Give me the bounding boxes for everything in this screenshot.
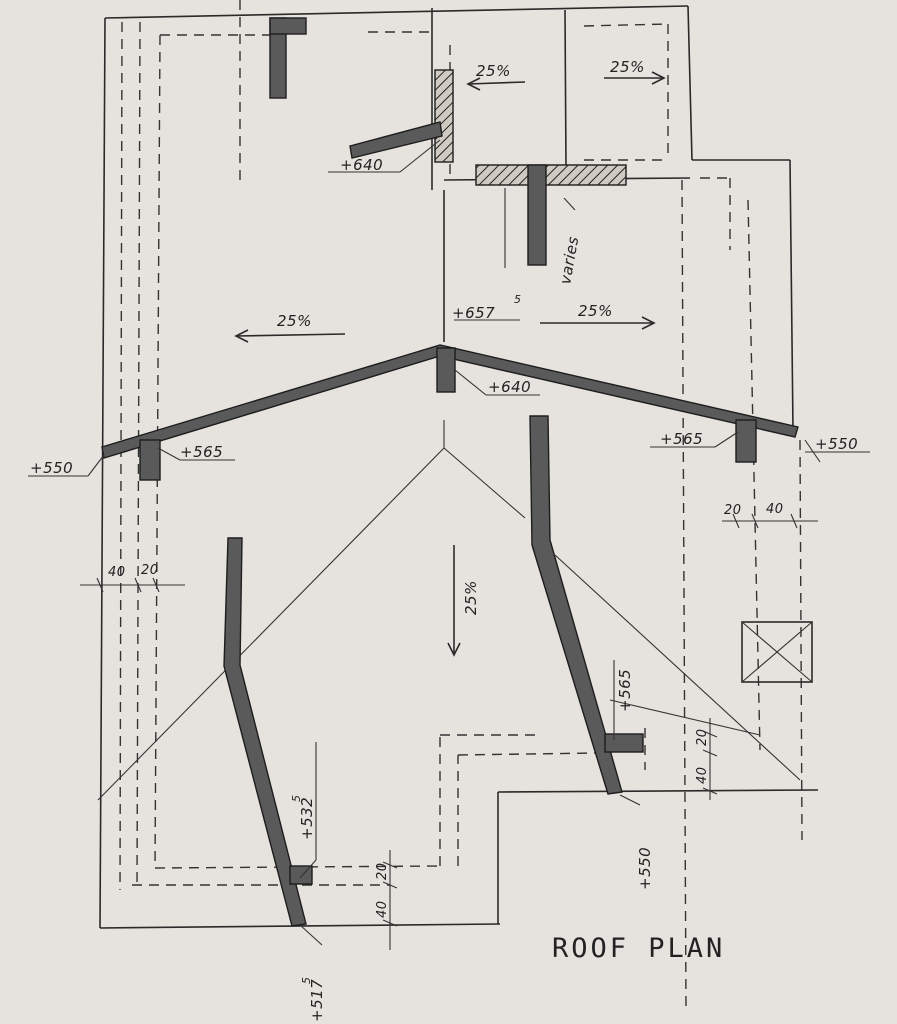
dim-right-40: 40	[766, 502, 784, 517]
level-diag-left-post: +532	[298, 797, 316, 840]
slope-top-left: 25%	[476, 62, 511, 80]
hip-lines	[97, 420, 801, 801]
level-ridge-sup: 5	[514, 293, 522, 306]
level-labels: +657 5 +640 +640 +550 +565 +565 +550 +56…	[30, 156, 858, 1022]
slope-center-down: 25%	[462, 580, 480, 615]
level-diag-right-post: +565	[616, 669, 634, 712]
level-diag-left-post-sup: 5	[290, 795, 303, 803]
level-upper-post: +640	[340, 156, 383, 174]
ridge-beam	[101, 344, 799, 481]
level-left-eave: +550	[30, 459, 73, 477]
drawing-title: ROOF PLAN	[552, 933, 725, 964]
dim-left-20: 20	[141, 563, 159, 578]
level-right-eave: +550	[815, 435, 858, 453]
dim-right-20: 20	[724, 503, 742, 518]
upper-details	[269, 17, 627, 268]
dim-br-40: 40	[695, 766, 710, 784]
note-labels: varies	[556, 235, 582, 286]
level-diag-left-base: +517	[308, 979, 326, 1022]
dim-left-40: 40	[108, 565, 126, 580]
note-varies: varies	[556, 235, 582, 286]
level-right-post: +565	[660, 430, 703, 448]
dim-br-20: 20	[695, 728, 710, 746]
level-ridge: +657	[452, 304, 495, 322]
level-diag-left-base-sup: 5	[300, 977, 313, 985]
diagonal-walls	[223, 415, 644, 927]
slope-labels: 25% 25% 25% 25% 25%	[277, 58, 645, 615]
level-diag-right-base: +550	[636, 847, 654, 890]
dim-bottom-40: 40	[375, 900, 390, 918]
dimension-labels: 40 20 20 40 20 40 20 40	[108, 502, 784, 918]
slope-mid-right: 25%	[578, 302, 613, 320]
dim-bottom-20: 20	[375, 862, 390, 880]
leader-lines	[28, 139, 870, 946]
chimney-box	[741, 621, 813, 683]
slope-arrows	[234, 71, 666, 657]
slope-top-right: 25%	[610, 58, 645, 76]
level-ridge-post: +640	[488, 378, 531, 396]
slope-mid-left: 25%	[277, 312, 312, 330]
dashed-lines	[119, 0, 803, 1011]
level-left-post: +565	[180, 443, 223, 461]
dimension-lines	[80, 513, 818, 950]
